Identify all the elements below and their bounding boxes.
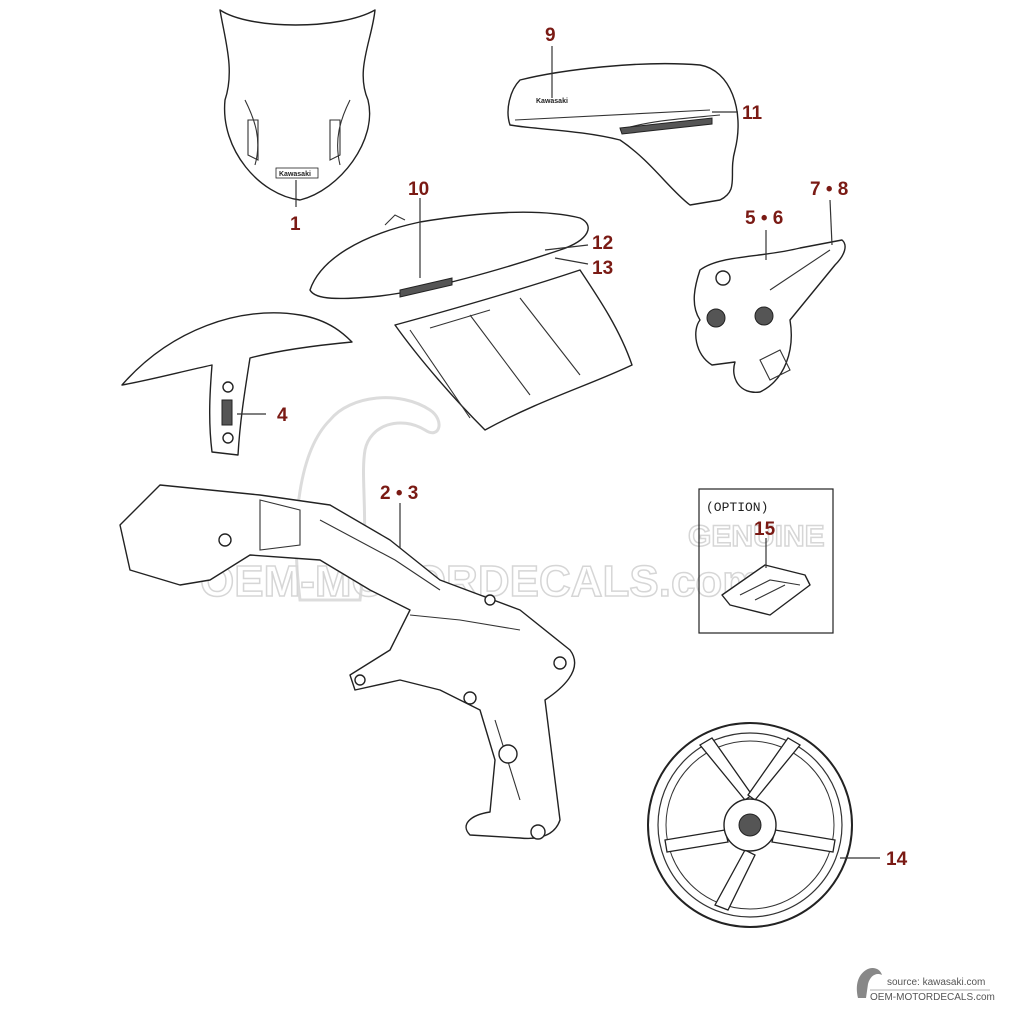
callout-2-3: 2 • 3 xyxy=(380,483,418,504)
callout-4: 4 xyxy=(277,405,288,426)
part-windscreen: Kawasaki xyxy=(219,9,376,207)
callout-1: 1 xyxy=(290,214,301,235)
callout-10: 10 xyxy=(408,179,429,200)
callout-12: 12 xyxy=(592,233,613,254)
footer-source: source: kawasaki.com xyxy=(887,977,985,988)
callout-13: 13 xyxy=(592,258,613,279)
option-label: (OPTION) xyxy=(706,500,768,515)
part-frame xyxy=(119,484,576,840)
part-wheel xyxy=(647,722,880,928)
callout-14: 14 xyxy=(886,849,908,870)
watermark-bird-logo xyxy=(294,396,441,602)
part-side-fairing xyxy=(309,198,633,431)
tank-brand: Kawasaki xyxy=(536,98,568,105)
callout-7-8: 7 • 8 xyxy=(810,179,848,200)
callout-15: 15 xyxy=(754,519,776,540)
callout-11: 11 xyxy=(742,103,763,124)
part-heel-guard xyxy=(693,199,846,393)
watermark-genuine: GENUINE xyxy=(688,520,825,553)
callout-5-6: 5 • 6 xyxy=(745,208,783,229)
source-footer: source: kawasaki.com OEM-MOTORDECALS.com xyxy=(856,967,995,1003)
windscreen-brand: Kawasaki xyxy=(279,171,311,178)
part-tank-cover: Kawasaki xyxy=(507,46,739,206)
part-front-fender xyxy=(121,312,353,456)
callout-9: 9 xyxy=(545,25,556,46)
option-box: (OPTION) xyxy=(698,488,834,634)
footer-site: OEM-MOTORDECALS.com xyxy=(870,992,995,1003)
footer-bird-logo xyxy=(856,967,882,998)
